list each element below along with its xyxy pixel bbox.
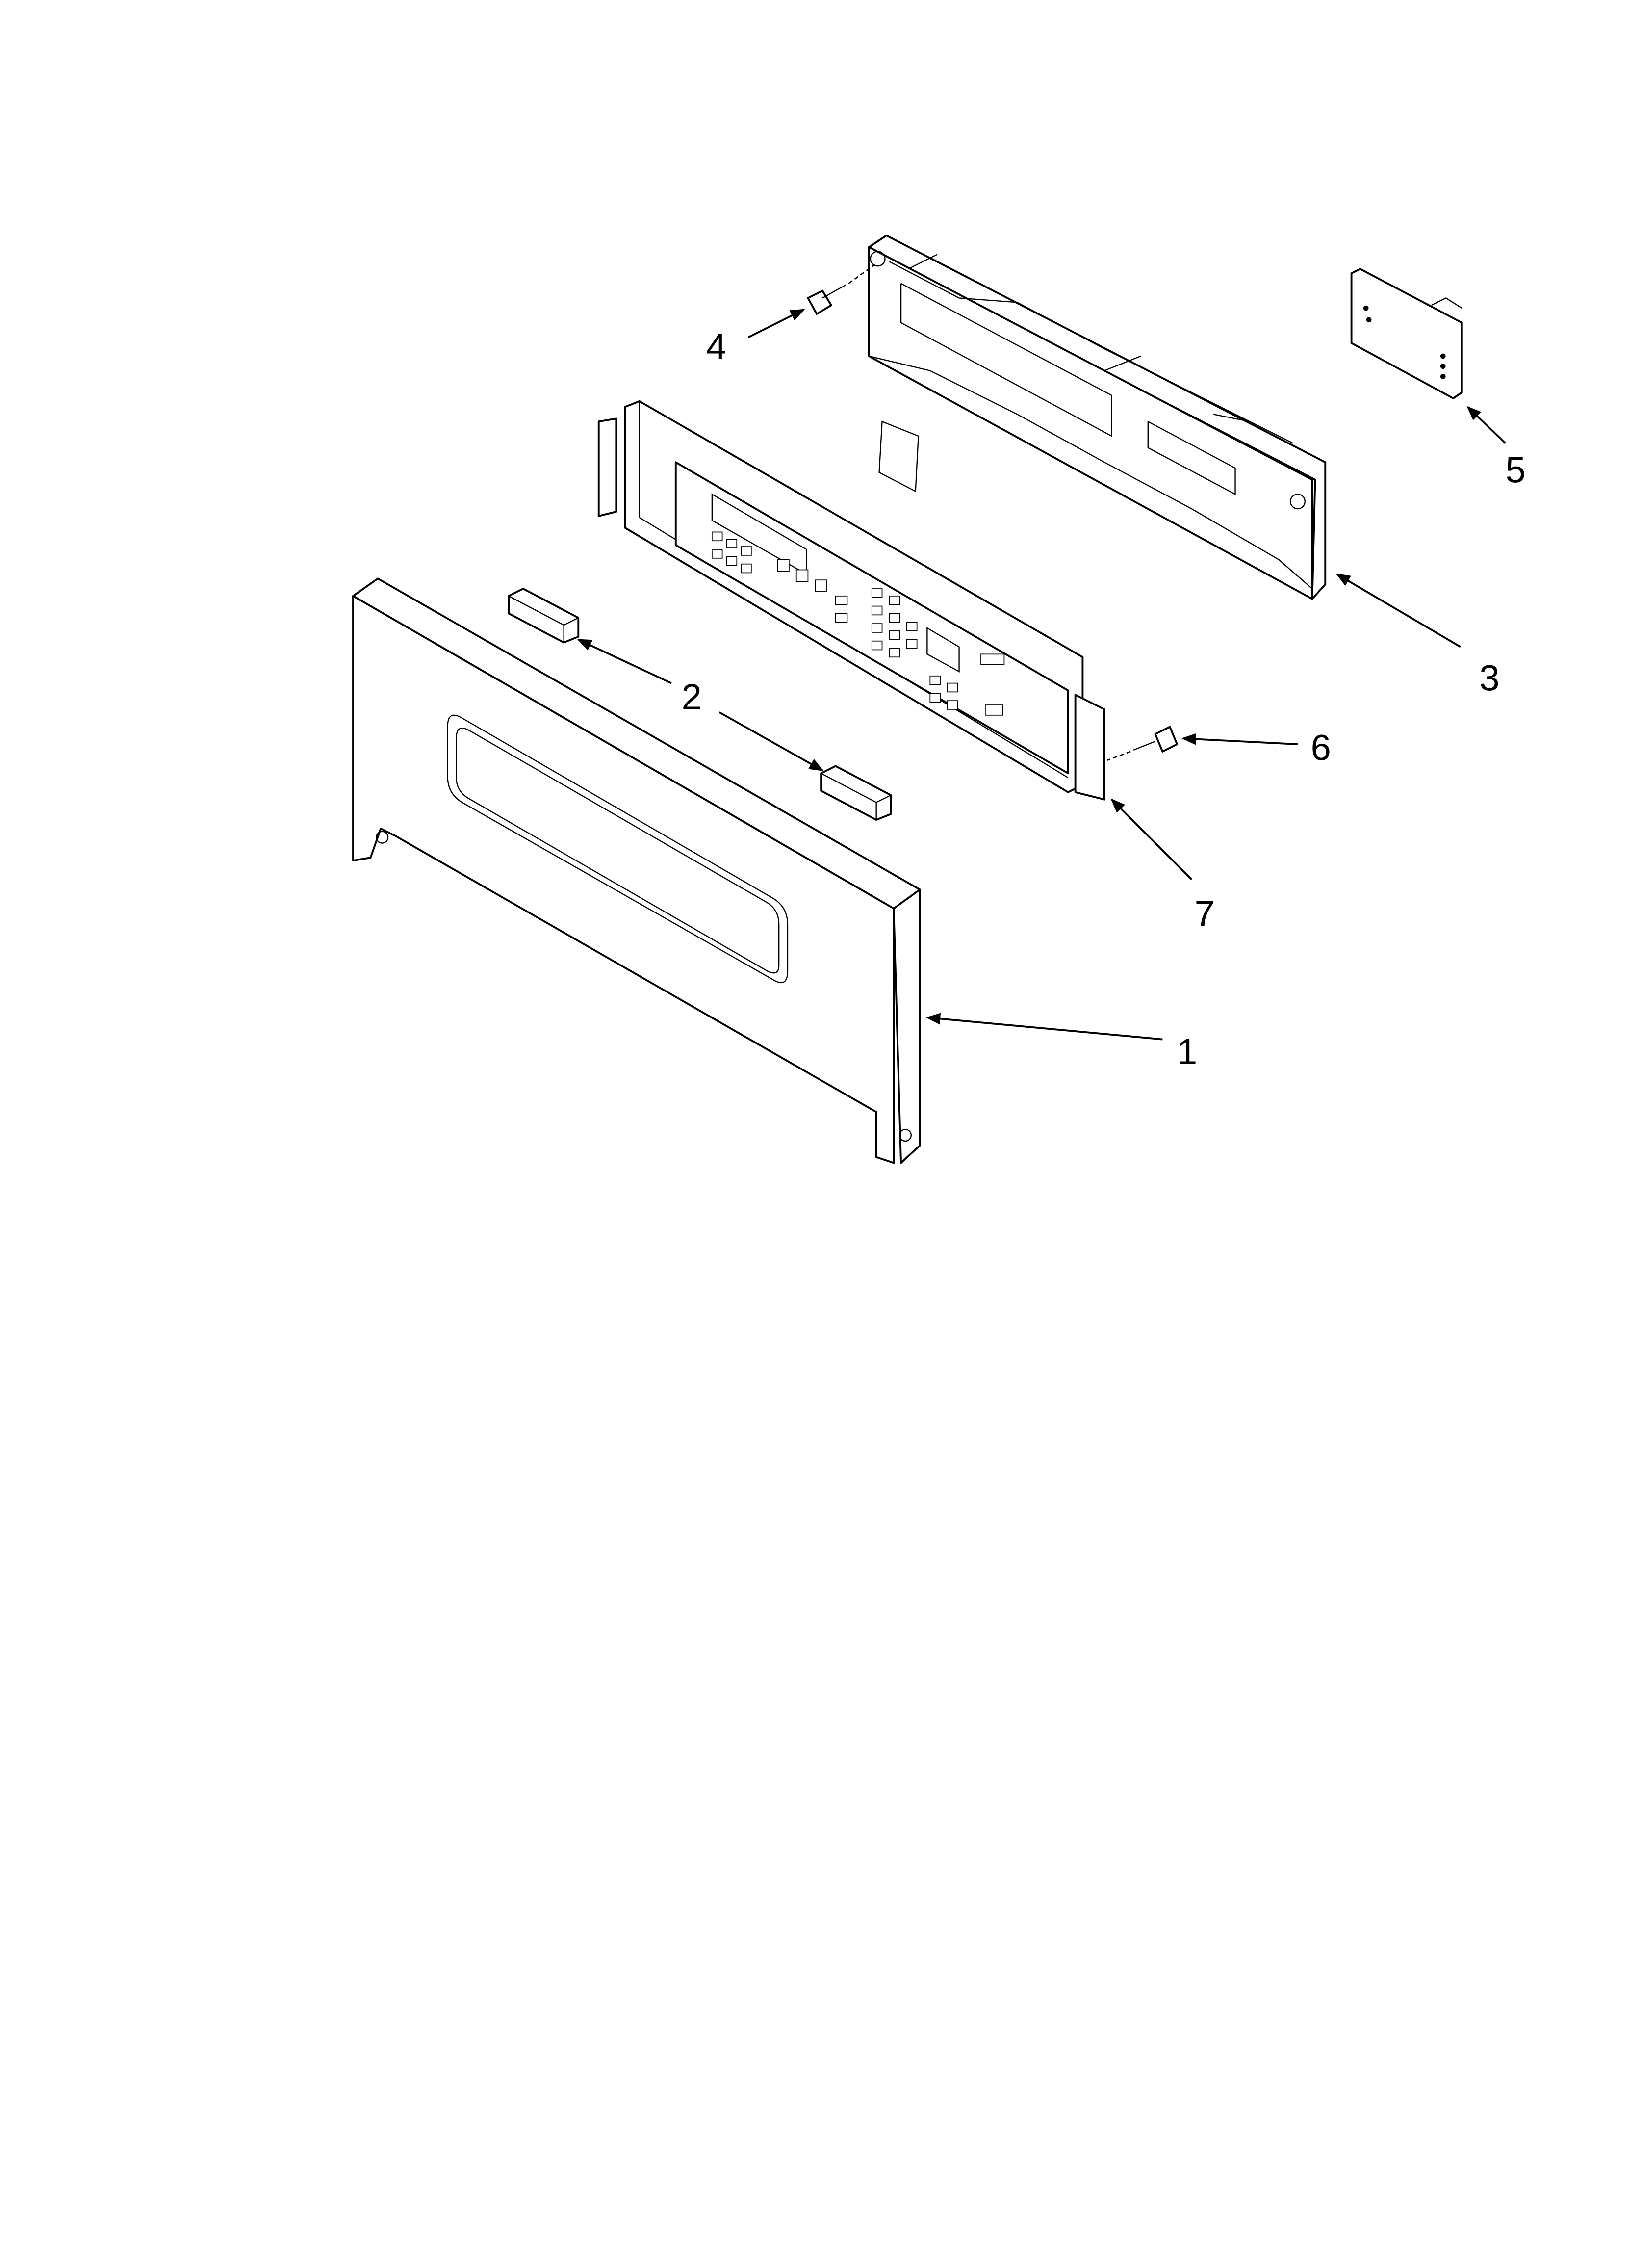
- callouts: 4 5 3 2 6 7 1: [577, 309, 1526, 1072]
- part-3-housing: [868, 235, 1327, 600]
- part-7-control-panel: [597, 400, 1105, 801]
- callout-5: 5: [1506, 450, 1526, 491]
- callout-7: 7: [1195, 893, 1215, 934]
- callout-1: 1: [1177, 1031, 1197, 1072]
- callout-6: 6: [1311, 728, 1331, 768]
- keypad: [711, 531, 1005, 716]
- part-4-screw: [807, 264, 875, 315]
- part-2-blocks: [508, 588, 892, 821]
- part-5-control-board: [1350, 268, 1463, 399]
- part-1-front-trim: [352, 577, 921, 1164]
- callout-4: 4: [706, 326, 726, 367]
- callout-2: 2: [682, 677, 702, 717]
- part-6-screw: [1107, 726, 1178, 761]
- callout-3: 3: [1479, 657, 1499, 698]
